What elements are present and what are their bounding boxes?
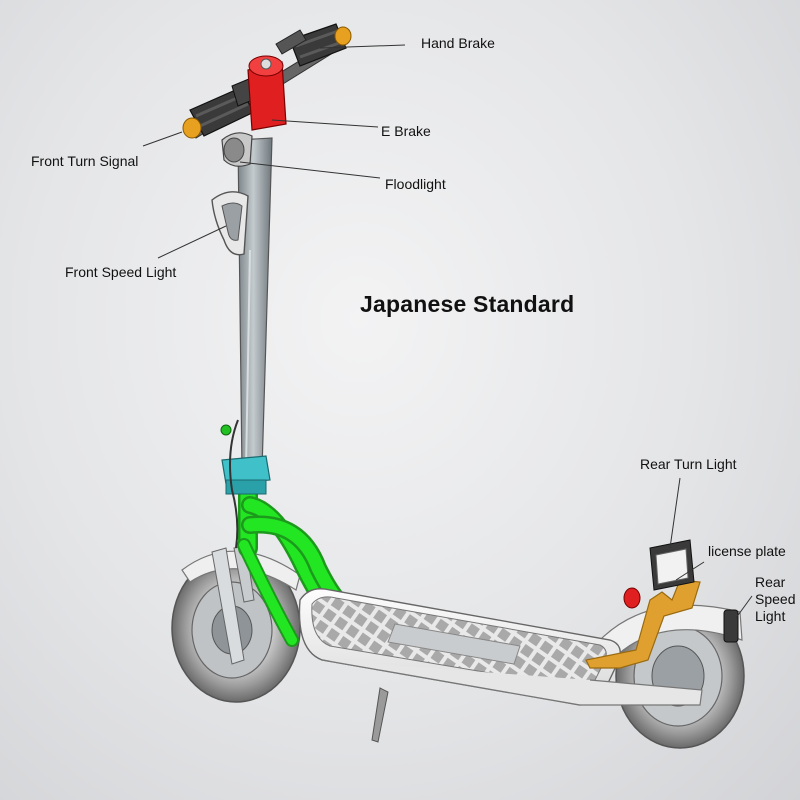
rear-turn-light-unit (649, 539, 695, 591)
leader-hand-brake (319, 44, 406, 49)
front-speed-light (211, 191, 249, 256)
label-front-speed-light: Front Speed Light (65, 264, 177, 280)
leader-lines (142, 44, 753, 619)
steering-stem (237, 137, 273, 473)
front-turn-signal-left (182, 117, 202, 139)
leader-floodlight (239, 161, 381, 179)
front-turn-signal-right (334, 26, 352, 46)
floodlight (221, 132, 253, 167)
kickstand (371, 687, 389, 743)
leader-rear-turn-light (669, 477, 681, 549)
label-floodlight: Floodlight (385, 176, 446, 192)
diagram-title: Japanese Standard (360, 291, 575, 317)
label-license-plate: license plate (708, 543, 786, 559)
label-rear-speed-light: Rear Speed Light (755, 574, 796, 624)
e-brake-head (247, 55, 287, 131)
leader-front-turn-signal (142, 131, 183, 147)
rear-red-lamp (623, 587, 641, 609)
label-rear-turn-light: Rear Turn Light (640, 456, 737, 472)
rear-bracket (585, 579, 701, 669)
deck (298, 588, 703, 706)
label-hand-brake: Hand Brake (421, 35, 495, 51)
leader-front-speed-light (157, 225, 227, 259)
label-front-turn-signal: Front Turn Signal (31, 153, 139, 169)
leader-license-plate (675, 561, 705, 581)
folding-clamp (221, 455, 271, 495)
leader-rear-speed-light (735, 595, 753, 619)
brake-cable (229, 419, 239, 549)
label-e-brake: E Brake (381, 123, 431, 139)
leader-e-brake (271, 119, 379, 128)
rear-speed-light (723, 609, 739, 643)
